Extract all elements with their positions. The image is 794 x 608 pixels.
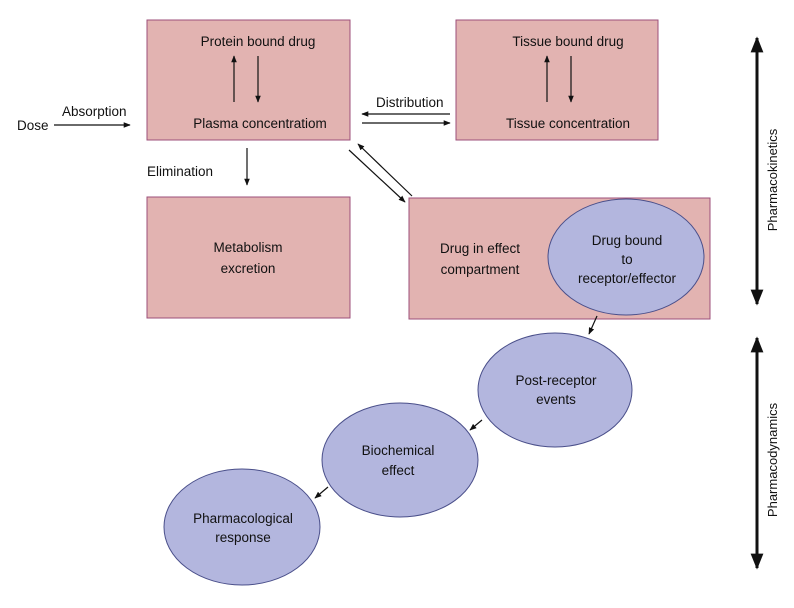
pharmacokinetics-label: Pharmacokinetics: [765, 128, 780, 231]
events-label: events: [536, 392, 576, 407]
effect-in-arrow: [348, 149, 406, 203]
dose-label: Dose: [17, 118, 49, 133]
absorption-label: Absorption: [62, 104, 127, 119]
tissue-concentration-label: Tissue concentration: [506, 116, 630, 131]
response-ellipse: [163, 468, 321, 586]
elimination-label: Elimination: [147, 164, 213, 179]
biochemical-ellipse: [321, 402, 479, 518]
to-label: to: [621, 252, 632, 267]
metabolism-box: [146, 196, 351, 319]
post-receptor-label: Post-receptor: [515, 373, 597, 388]
response-label: response: [215, 530, 271, 545]
receptor-effector-label: receptor/effector: [578, 271, 677, 286]
effect-out-arrow: [357, 143, 413, 197]
metabolism-label: Metabolism: [213, 240, 282, 255]
post-to-biochemical-arrow: [469, 419, 483, 431]
pharmacological-label: Pharmacological: [193, 511, 293, 526]
biochemical-to-response-arrow: [314, 486, 329, 499]
tissue-box: [455, 19, 659, 141]
plasma-box: [146, 19, 351, 141]
pharmacodynamics-label: Pharmacodynamics: [765, 402, 780, 517]
receptor-to-post-arrow: [588, 315, 598, 335]
drug-in-effect-label: Drug in effect: [440, 241, 520, 256]
protein-bound-drug-label: Protein bound drug: [201, 34, 316, 49]
receptor-ellipse: [547, 198, 705, 316]
tissue-bound-drug-label: Tissue bound drug: [512, 34, 623, 49]
effect-label: effect: [382, 463, 415, 478]
plasma-concentration-label: Plasma concentratiom: [193, 116, 327, 131]
post-receptor-ellipse: [477, 332, 633, 448]
excretion-label: excretion: [221, 261, 276, 276]
distribution-label: Distribution: [376, 95, 444, 110]
drug-bound-label: Drug bound: [592, 233, 663, 248]
compartment-label: compartment: [441, 262, 520, 277]
biochemical-label: Biochemical: [362, 443, 435, 458]
